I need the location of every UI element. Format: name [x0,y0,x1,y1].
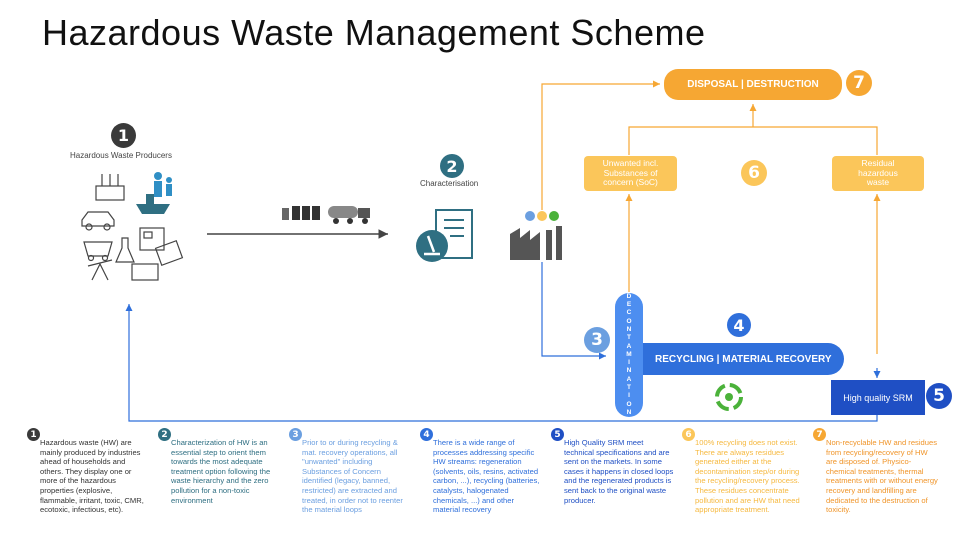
characterisation-label: Characterisation [420,179,479,188]
recycle-icon [715,383,743,411]
decon-letter: T [627,384,631,392]
arrow-return-to-producers [125,304,878,422]
recycling-box: RECYCLING | MATERIAL RECOVERY [643,343,844,375]
arrow-to-decontamination [541,262,606,360]
document-icon [139,227,165,251]
page-title: Hazardous Waste Management Scheme [42,12,706,53]
desc-7-text: Non-recyclable HW and residues from recy… [826,438,938,515]
decontamination-bar: D E C O N T A M I N A T I O N [615,293,643,417]
producers-label: Hazardous Waste Producers [70,151,172,160]
arrow-to-disposal [541,80,660,210]
high-quality-srm-box: High quality SRM [831,380,925,415]
collector-line [628,126,878,155]
producers-icon-cluster [81,172,184,281]
residual-waste-box: Residual hazardous waste [832,156,924,191]
mine-cart-icon [83,241,113,262]
oil-pump-icon [87,259,113,281]
transport-icons [282,206,370,224]
decon-letter: I [628,392,630,400]
car-icon [81,211,115,231]
desc-2-number: 2 [158,428,171,441]
desc-6-number: 6 [682,428,695,441]
ship-icon [136,194,170,214]
barrels-icon [282,206,320,220]
step-7-number: 7 [846,70,872,96]
unwanted-substances-box: Unwanted incl. Substances of concern (So… [584,156,677,191]
truck-icon [328,206,370,224]
desc-5-number: 5 [551,428,564,441]
decon-letter: D [626,292,632,300]
desc-4-number: 4 [420,428,433,441]
decon-letter: I [628,359,630,367]
decon-letter: T [627,334,631,342]
decon-letter: M [626,350,632,358]
step-2-number: 2 [440,154,464,178]
desc-4-text: There is a wide range of processes addre… [433,438,540,515]
decon-letter: N [626,325,632,333]
decon-letter: N [626,367,632,375]
plant-icon [510,211,562,260]
step-4-number: 4 [727,313,751,337]
step-6-number: 6 [741,160,767,186]
decon-letter: A [626,342,632,350]
desc-6-text: 100% recycling does not exist. There are… [695,438,800,515]
desc-3-text: Prior to or during recycling & mat. reco… [302,438,403,515]
desc-1-number: 1 [27,428,40,441]
decon-letter: O [626,317,632,325]
decon-letter: C [626,309,632,317]
decon-letter: N [626,408,632,416]
step-1-number: 1 [111,123,136,148]
people-icon [154,172,172,197]
flask-icon [115,237,135,263]
desc-7-number: 7 [813,428,826,441]
lab-icon [131,263,159,281]
pills-icon [154,240,184,266]
characterisation-icon [416,209,473,262]
desc-5-text: High Quality SRM meet technical specific… [564,438,674,505]
desc-2-text: Characterization of HW is an essential s… [171,438,271,505]
decon-letter: A [626,375,632,383]
decon-letter: O [626,400,632,408]
step-3-number: 3 [584,327,610,353]
factory-icon [95,174,125,201]
disposal-destruction-box: DISPOSAL | DESTRUCTION [664,69,842,100]
step-5-number: 5 [926,383,952,409]
decon-letter: E [626,301,632,309]
desc-1-text: Hazardous waste (HW) are mainly produced… [40,438,144,515]
desc-3-number: 3 [289,428,302,441]
